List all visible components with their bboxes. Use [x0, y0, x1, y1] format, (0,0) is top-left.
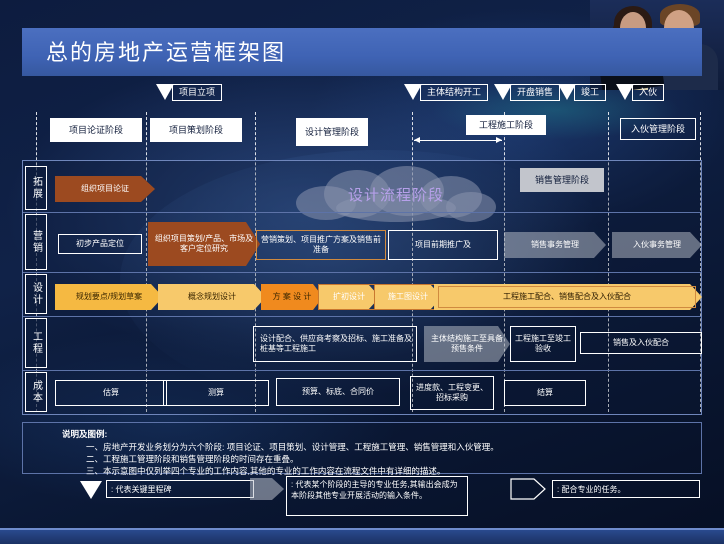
milestone-label: 入伙 [632, 83, 665, 101]
task-calculation[interactable]: 测算 [163, 380, 269, 406]
task-construction-sales-handover-coordination-bg [434, 284, 702, 310]
task-conceptual-planning-design[interactable]: 概念规划设计 [158, 284, 266, 310]
lane-text: 成本 [30, 380, 42, 404]
phase-divider [608, 112, 609, 412]
task-sales-affairs-management[interactable]: 销售事务管理 [504, 232, 606, 258]
triangle-marker-icon [404, 84, 422, 100]
phase-divider [146, 112, 147, 412]
lane-text: 营销 [30, 230, 42, 254]
task-preliminary-product-positioning[interactable]: 初步产品定位 [58, 234, 142, 254]
task-construction-to-completion-acceptance[interactable]: 工程施工至竣工验收 [510, 326, 576, 362]
phase-label-project-planning[interactable]: 项目策划阶段 [150, 118, 242, 142]
lane-label-expansion[interactable]: 拓展 [25, 166, 47, 210]
task-organize-project-review[interactable]: 组织项目论证 [55, 176, 155, 202]
row-divider [23, 316, 701, 317]
task-expanded-preliminary-design-bg [318, 284, 380, 310]
row-divider [23, 272, 701, 273]
phase-divider [504, 112, 505, 412]
phase-divider [255, 112, 256, 412]
milestone-marker[interactable]: 开盘销售 [494, 83, 561, 101]
construction-span-arrow [414, 137, 502, 143]
lane-label-cost[interactable]: 成本 [25, 372, 47, 412]
milestone-marker[interactable]: 竣工 [558, 83, 607, 101]
notes-panel-border [22, 422, 702, 474]
lane-label-engineering[interactable]: 工程 [25, 318, 47, 368]
notes-panel: 说明及图例: 一、房地产开发业务划分为六个阶段: 项目论证、项目策划、设计管理、… [62, 428, 702, 477]
task-scheme-design[interactable]: 方 案 设 计 [261, 284, 323, 310]
cloud-label: 设计流程阶段 [347, 187, 444, 204]
triangle-marker-icon [558, 84, 576, 100]
task-construction-drawing-design-bg [374, 284, 442, 310]
design-process-cloud: 设计流程阶段 [296, 166, 496, 222]
phase-label-design-management[interactable]: 设计管理阶段 [296, 118, 368, 146]
page-title: 总的房地产运营框架图 [46, 40, 287, 65]
task-handover-affairs-management[interactable]: 入伙事务管理 [612, 232, 702, 258]
task-estimate[interactable]: 估算 [55, 380, 167, 406]
legend-outline-chevron-icon [510, 478, 546, 500]
phase-label-project-review[interactable]: 项目论证阶段 [50, 118, 142, 142]
phase-label-handover[interactable]: 入伙管理阶段 [620, 118, 696, 140]
task-final-settlement[interactable]: 结算 [504, 380, 586, 406]
row-divider [23, 370, 701, 371]
task-sales-and-handover-coordination[interactable]: 销售及入伙配合 [580, 332, 702, 354]
lane-text: 工程 [30, 331, 42, 355]
lane-text: 拓展 [30, 176, 42, 200]
task-construction-drawing-design[interactable]: 施工图设计 [374, 284, 442, 310]
task-construction-sales-handover-coordination[interactable]: 工程施工配合、销售配合及入伙配合 [438, 286, 696, 308]
lane-label-marketing[interactable]: 营销 [25, 214, 47, 270]
note-line: 一、房地产开发业务划分为六个阶段: 项目论证、项目策划、设计管理、工程施工管理、… [86, 442, 499, 452]
milestone-label: 主体结构开工 [420, 83, 489, 101]
legend-support-task-label: : 配合专业的任务。 [552, 480, 700, 498]
row-divider [23, 212, 701, 213]
triangle-marker-icon [494, 84, 512, 100]
task-budget-base-price-contract[interactable]: 预算、标底、合同价 [276, 378, 400, 406]
milestone-label: 项目立项 [172, 83, 223, 101]
milestone-marker[interactable]: 入伙 [616, 83, 665, 101]
title-banner [22, 28, 702, 76]
note-line: 二、工程施工管理阶段和销售管理阶段的时间存在重叠。 [86, 454, 299, 464]
task-main-structure-to-presale[interactable]: 主体结构施工至具备预售条件 [424, 326, 510, 362]
triangle-marker-icon [616, 84, 634, 100]
task-planning-key-points[interactable]: 规划要点/规划草案 [55, 284, 163, 310]
notes-title: 说明及图例: [62, 429, 108, 439]
phase-divider [412, 112, 413, 412]
task-organize-planning-research[interactable]: 组织项目策划/产品、市场及客户定位研究 [148, 222, 260, 266]
task-design-coordination-bidding[interactable]: 设计配合、供应商考察及招标、施工准备及桩基等工程施工 [253, 326, 417, 362]
task-marketing-planning-promotion[interactable]: 营销策划、项目推广方案及销售前准备 [256, 230, 386, 260]
phase-label-construction[interactable]: 工程施工阶段 [466, 115, 546, 135]
task-expanded-preliminary-design[interactable]: 扩初设计 [318, 284, 380, 310]
lane-label-design[interactable]: 设计 [25, 274, 47, 314]
milestone-marker[interactable]: 主体结构开工 [404, 83, 489, 101]
task-progress-payment-change-procurement[interactable]: 进度款、工程变更、招标采购 [410, 376, 494, 410]
legend-milestone-label: : 代表关键里程碑 [106, 480, 254, 498]
legend-triangle-icon [80, 481, 102, 499]
phase-divider [700, 112, 701, 412]
milestone-label: 开盘销售 [510, 83, 561, 101]
legend-gray-chevron-icon [250, 478, 284, 500]
bottom-bar [0, 530, 724, 544]
lane-text: 设计 [30, 282, 42, 306]
legend-leading-task-label: : 代表某个阶段的主导的专业任务,其输出会成为本阶段其他专业开展活动的输入条件。 [286, 476, 468, 516]
bottom-divider [0, 528, 724, 530]
task-early-stage-promotion[interactable]: 项目前期推广及 [388, 230, 498, 260]
triangle-marker-icon [156, 84, 174, 100]
note-line: 三、本示意图中仅列举四个专业的工作内容,其他的专业的工作内容在流程文件中有详细的… [86, 466, 446, 476]
milestone-label: 竣工 [574, 83, 607, 101]
milestone-marker[interactable]: 项目立项 [156, 83, 223, 101]
phase-label-sales-management[interactable]: 销售管理阶段 [520, 168, 604, 192]
